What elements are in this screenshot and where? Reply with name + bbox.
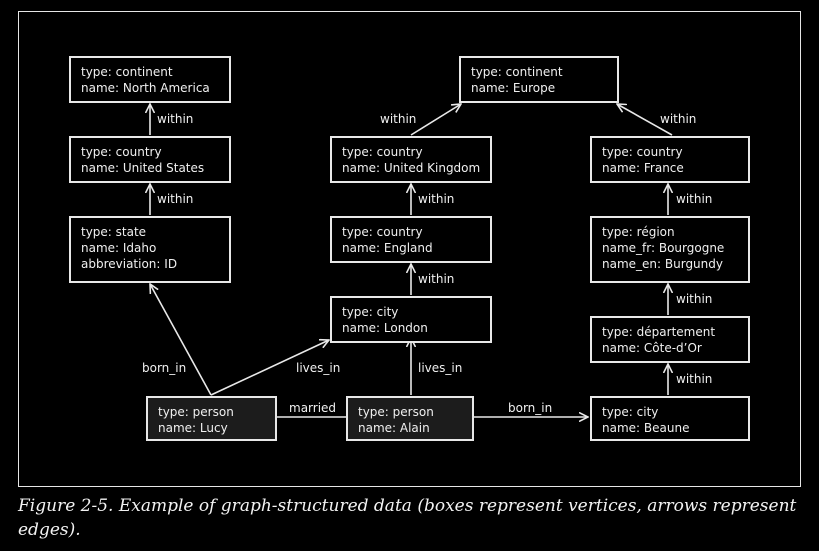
edge-uk-within-europe — [410, 104, 461, 136]
vertex-name: name: United Kingdom — [342, 161, 481, 175]
label-within-cote-dor-bourgogne: within — [676, 292, 713, 306]
label-within-uk-europe: within — [380, 112, 417, 126]
vertex-united-kingdom: type: country name: United Kingdom — [330, 136, 492, 183]
vertex-name: name: France — [602, 161, 684, 175]
vertex-beaune: type: city name: Beaune — [590, 396, 750, 441]
vertex-name-fr: name_fr: Bourgogne — [602, 241, 725, 255]
vertex-type: type: person — [358, 405, 434, 419]
label-within-france-europe: within — [660, 112, 697, 126]
vertex-name: name: Idaho — [81, 241, 157, 255]
vertex-england: type: country name: England — [330, 216, 492, 263]
label-within-london-england: within — [418, 272, 455, 286]
label-within-idaho-us: within — [157, 192, 194, 206]
label-within-england-uk: within — [418, 192, 455, 206]
figure-caption: Figure 2-5. Example of graph-structured … — [18, 496, 797, 540]
figure-frame — [18, 11, 801, 487]
vertex-idaho: type: state name: Idaho abbreviation: ID — [69, 216, 231, 283]
vertex-type: type: country — [342, 225, 423, 239]
label-married: married — [289, 401, 337, 415]
vertex-type: type: state — [81, 225, 147, 239]
vertex-type: type: country — [81, 145, 162, 159]
vertex-france: type: country name: France — [590, 136, 750, 183]
edge-lucy-lives-in-london — [210, 340, 329, 396]
vertex-bourgogne: type: région name_fr: Bourgogne name_en:… — [590, 216, 750, 283]
vertex-name: name: Beaune — [602, 421, 690, 435]
vertex-name: name: North America — [81, 81, 210, 95]
label-within-bourgogne-france: within — [676, 192, 713, 206]
vertex-type: type: country — [342, 145, 423, 159]
vertex-abbreviation: abbreviation: ID — [81, 257, 178, 271]
vertex-north-america: type: continent name: North America — [69, 56, 231, 103]
vertex-london: type: city name: London — [330, 296, 492, 343]
vertex-type: type: continent — [471, 65, 563, 79]
vertex-type: type: city — [602, 405, 659, 419]
vertex-name: name: Lucy — [158, 421, 228, 435]
vertex-name: name: London — [342, 321, 428, 335]
label-within-us-north-america: within — [157, 112, 194, 126]
vertex-europe: type: continent name: Europe — [459, 56, 619, 103]
vertex-type: type: person — [158, 405, 234, 419]
vertex-type: type: continent — [81, 65, 173, 79]
vertex-lucy: type: person name: Lucy — [146, 396, 277, 441]
label-born-in-alain-beaune: born_in — [508, 401, 553, 415]
vertex-type: type: département — [602, 325, 716, 339]
edge-france-within-europe — [617, 104, 673, 136]
vertex-name: name: Europe — [471, 81, 556, 95]
vertex-cote-dor: type: département name: Côte-d’Or — [590, 316, 750, 363]
vertex-name: name: Alain — [358, 421, 430, 435]
vertex-name: name: Côte-d’Or — [602, 341, 702, 355]
vertex-alain: type: person name: Alain — [346, 396, 474, 441]
vertex-type: type: country — [602, 145, 683, 159]
vertex-name-en: name_en: Burgundy — [602, 257, 723, 271]
vertex-type: type: city — [342, 305, 399, 319]
label-within-beaune-cote-dor: within — [676, 372, 713, 386]
label-lives-in-alain-london: lives_in — [418, 361, 463, 375]
label-lives-in-lucy-london: lives_in — [296, 361, 341, 375]
vertex-united-states: type: country name: United States — [69, 136, 231, 183]
label-born-in-lucy-idaho: born_in — [142, 361, 187, 375]
edge-lucy-born-in-idaho — [150, 284, 212, 396]
vertex-type: type: région — [602, 225, 675, 239]
vertex-name: name: United States — [81, 161, 205, 175]
vertex-name: name: England — [342, 241, 433, 255]
